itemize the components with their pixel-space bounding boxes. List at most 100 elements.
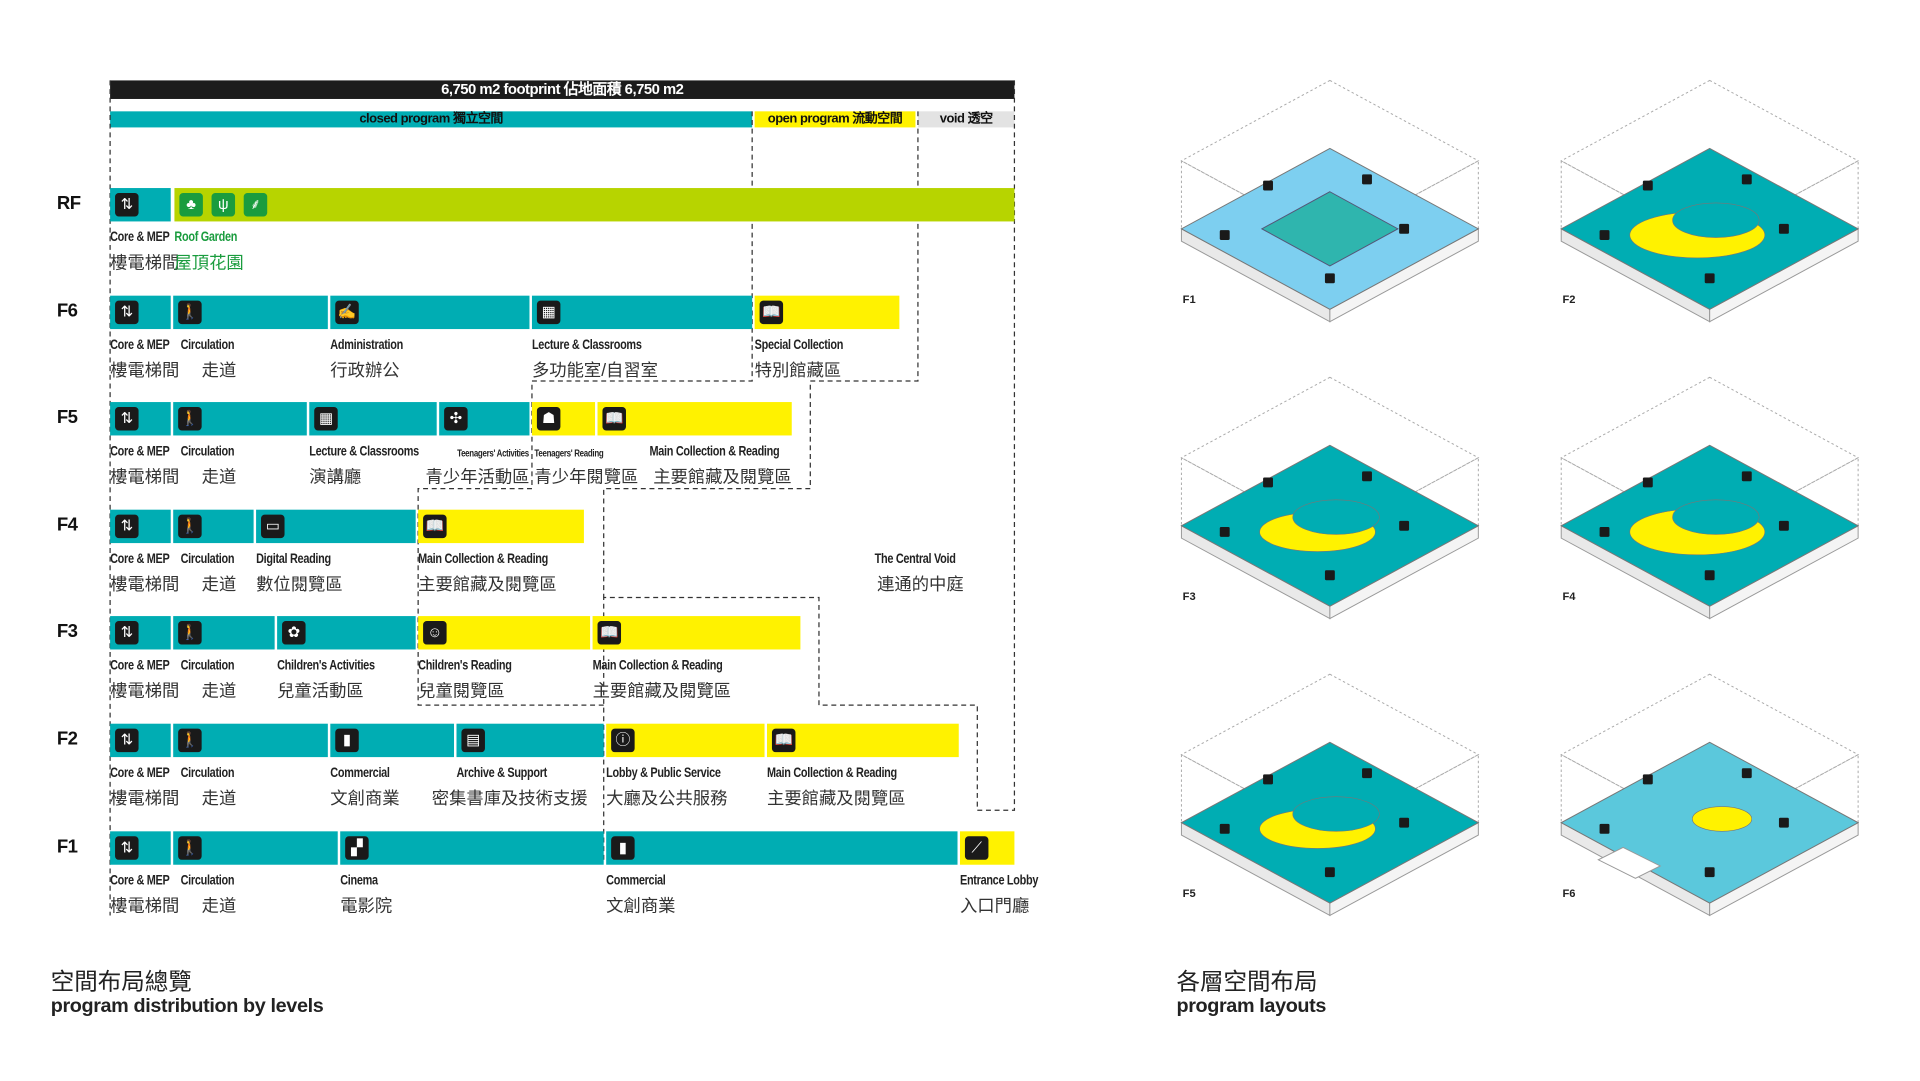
program-segment[interactable]: ☺	[418, 616, 591, 650]
program-segment[interactable]: ▤	[456, 723, 604, 758]
segment-label-en: Main Collection & Reading	[767, 765, 897, 781]
segment-label-zh: 演講廳	[309, 466, 362, 487]
segment-label-en: Children's Activities	[277, 658, 375, 674]
program-segment[interactable]: ▮	[606, 830, 958, 865]
program-segment[interactable]: 📖	[597, 402, 792, 436]
segment-label-zh: 走道	[201, 466, 237, 487]
void-opening	[1597, 846, 1662, 879]
program-segment[interactable]: ⇅	[110, 295, 171, 329]
program-segment[interactable]: ⇅	[110, 188, 171, 222]
segment-label-en: Circulation	[180, 444, 235, 460]
program-segment[interactable]: ☗	[531, 402, 596, 436]
program-segment[interactable]: ✿	[277, 616, 416, 650]
level-label-f4: F4	[56, 514, 78, 536]
segment-label-zh: 大廳及公共服務	[606, 788, 728, 808]
elevator-icon: ⇅	[115, 300, 139, 324]
program-segment[interactable]: ✣	[439, 402, 530, 436]
level-label-f2: F2	[56, 728, 78, 750]
segment-label-en: Core & MEP	[110, 658, 170, 674]
archive-box-icon: ▤	[461, 728, 485, 753]
layout-label: F6	[1562, 887, 1576, 900]
elevator-icon	[1362, 768, 1372, 779]
elevator-icon	[1399, 223, 1410, 234]
segment-label-zh: 樓電梯間	[110, 895, 180, 915]
open-program-area	[1692, 806, 1753, 832]
program-segment[interactable]: ▞	[340, 830, 604, 865]
program-segment[interactable]: 📖	[418, 509, 584, 543]
program-segment[interactable]: 📖	[754, 295, 900, 329]
program-segment[interactable]: ⇅	[110, 830, 171, 865]
program-segment[interactable]: ▦	[531, 295, 753, 329]
elevator-icon	[1599, 823, 1610, 834]
walking-person-icon: 🚶	[178, 300, 202, 324]
segment-label-en: Core & MEP	[110, 444, 170, 460]
segment-label-zh: 走道	[201, 895, 237, 915]
program-segment[interactable]: ⇅	[110, 616, 171, 650]
program-segment[interactable]: 🚶	[173, 509, 254, 543]
elevator-icon	[1399, 817, 1410, 828]
program-segment[interactable]: ⇅	[110, 509, 171, 543]
program-segment[interactable]: ▭	[256, 509, 416, 543]
elevator-icon	[1778, 817, 1789, 828]
info-icon: ⓘ	[611, 728, 635, 753]
segment-label-en: Lecture & Classrooms	[531, 337, 642, 353]
book-icon: 📖	[423, 514, 447, 538]
program-segment[interactable]: ✍	[330, 295, 530, 329]
program-segment[interactable]: 🚶	[173, 295, 328, 329]
program-segment[interactable]: 🚶	[173, 616, 275, 650]
program-segment[interactable]: ⟋	[959, 830, 1015, 865]
program-segment[interactable]: 🚶	[173, 723, 328, 758]
program-segment[interactable]: 📖	[592, 616, 801, 650]
elevator-icon	[1642, 477, 1653, 488]
closed-island	[1672, 499, 1760, 535]
segment-label-zh: 多功能室/自習室	[531, 359, 659, 380]
open-program-legend: open program 流動空間	[754, 111, 916, 128]
segment-label-zh: 密集書庫及技術支援	[431, 788, 588, 808]
segment-label-zh: 青少年閱覽區	[534, 466, 639, 487]
elevator-icon	[1704, 273, 1715, 284]
elevator-icon	[1642, 180, 1653, 191]
void-legend: void 透空	[917, 111, 1015, 128]
elevator-icon: ⇅	[115, 835, 139, 860]
program-segment[interactable]: 🚶	[173, 830, 338, 865]
program-segment[interactable]: 📖	[767, 723, 959, 758]
classroom-icon: ▦	[536, 300, 561, 324]
segment-label-en: Lobby & Public Service	[606, 765, 721, 781]
segment-label-zh: 行政辦公	[330, 359, 400, 380]
segment-label-en: Commercial	[330, 765, 390, 781]
book-icon: 📖	[771, 728, 796, 753]
tree-icon: ♣	[179, 192, 203, 217]
program-segment[interactable]: ▮	[330, 723, 455, 758]
segment-label-zh: 走道	[201, 680, 237, 701]
segment-label-zh: 數位閱覽區	[256, 573, 343, 594]
left-title-zh: 空間布局總覽	[50, 969, 192, 996]
program-segment[interactable]: ⓘ	[606, 723, 765, 758]
segment-label-zh: 主要館藏及閱覽區	[653, 466, 792, 487]
elevator-icon	[1219, 823, 1230, 834]
segment-label-en: Core & MEP	[110, 872, 170, 888]
elevator-icon: ⇅	[115, 192, 139, 217]
elevator-icon	[1219, 527, 1230, 537]
program-segment[interactable]: ♣ψ⸙	[174, 188, 1015, 222]
program-segment[interactable]: ▦	[309, 402, 437, 436]
program-segment[interactable]: ⇅	[110, 402, 171, 436]
segment-label-en: Circulation	[180, 658, 235, 674]
segment-label-en: Entrance Lobby	[959, 872, 1039, 888]
segment-label-en: Main Collection & Reading	[418, 551, 549, 567]
elevator-icon	[1362, 471, 1372, 482]
segment-label-en: Core & MEP	[110, 765, 170, 781]
monitor-icon: ▭	[261, 514, 285, 538]
elevator-icon	[1324, 570, 1335, 581]
escalator-icon: ⟋	[964, 835, 989, 860]
level-label-f3: F3	[56, 621, 78, 643]
program-segment[interactable]: ⇅	[110, 723, 171, 758]
classroom-icon: ▦	[314, 407, 338, 431]
elevator-icon: ⇅	[115, 514, 139, 538]
segment-label-en: Archive & Support	[456, 765, 548, 781]
reader-icon: ☗	[536, 407, 561, 431]
right-title-en: program layouts	[1176, 995, 1327, 1017]
segment-label-zh: 兒童活動區	[277, 680, 364, 701]
book-icon: 📖	[759, 300, 784, 324]
program-segment[interactable]: 🚶	[173, 402, 307, 436]
